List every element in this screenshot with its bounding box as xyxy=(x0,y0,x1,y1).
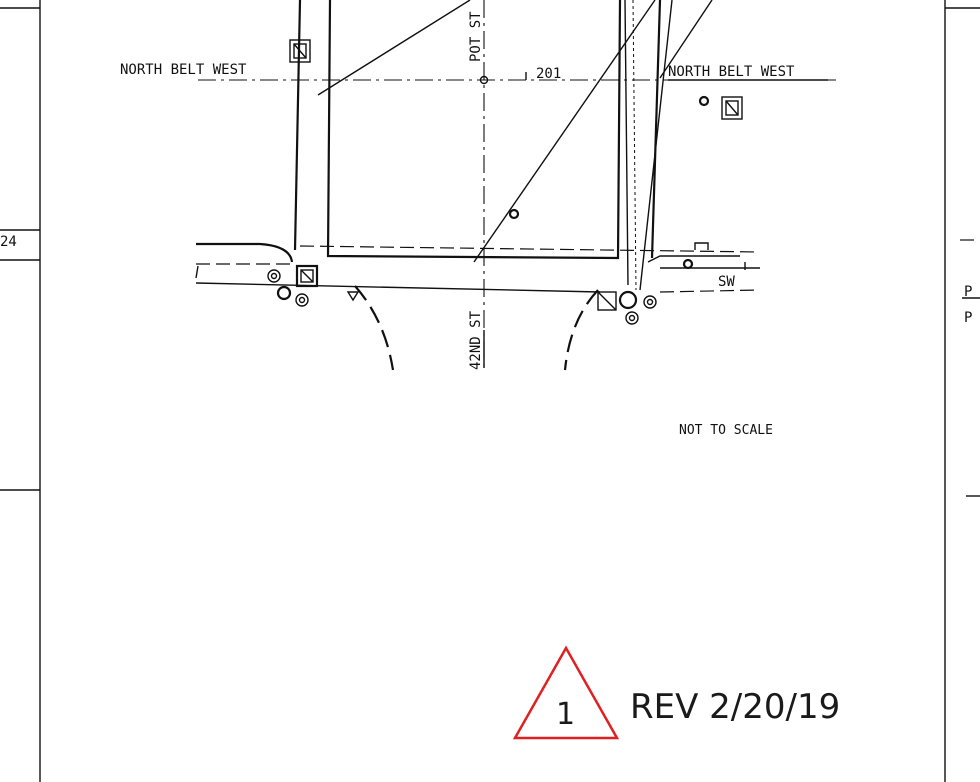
sidewalk-label: SW xyxy=(718,274,735,290)
right-margin-text-1: P xyxy=(964,284,972,300)
street-label-top: POT ST xyxy=(468,11,484,62)
centerline-intersection-point xyxy=(479,75,489,85)
left-margin-number: 24 xyxy=(0,234,17,250)
revision-text: REV 2/20/19 xyxy=(630,687,840,727)
road-label-left: NORTH BELT WEST xyxy=(120,62,247,78)
scale-note: NOT TO SCALE xyxy=(679,423,773,438)
signal-box-bottom-right xyxy=(597,258,694,325)
revision-triangle xyxy=(512,645,620,740)
curb-lines xyxy=(195,242,761,371)
signal-box-top-left xyxy=(289,39,311,63)
manhole-symbol xyxy=(508,208,520,220)
right-margin-text-2: P xyxy=(964,310,972,326)
signal-box-top-right xyxy=(698,95,743,120)
street-label-bottom: 42ND ST xyxy=(468,310,484,370)
road-label-right: NORTH BELT WEST xyxy=(668,64,795,80)
utility-symbols xyxy=(267,39,743,325)
parcel-lines xyxy=(293,0,713,291)
signal-box-bottom-left xyxy=(267,264,360,307)
revision-marker: 1 REV 2/20/19 xyxy=(512,645,840,740)
revision-number: 1 xyxy=(556,697,575,732)
route-number: 201 xyxy=(536,66,561,82)
